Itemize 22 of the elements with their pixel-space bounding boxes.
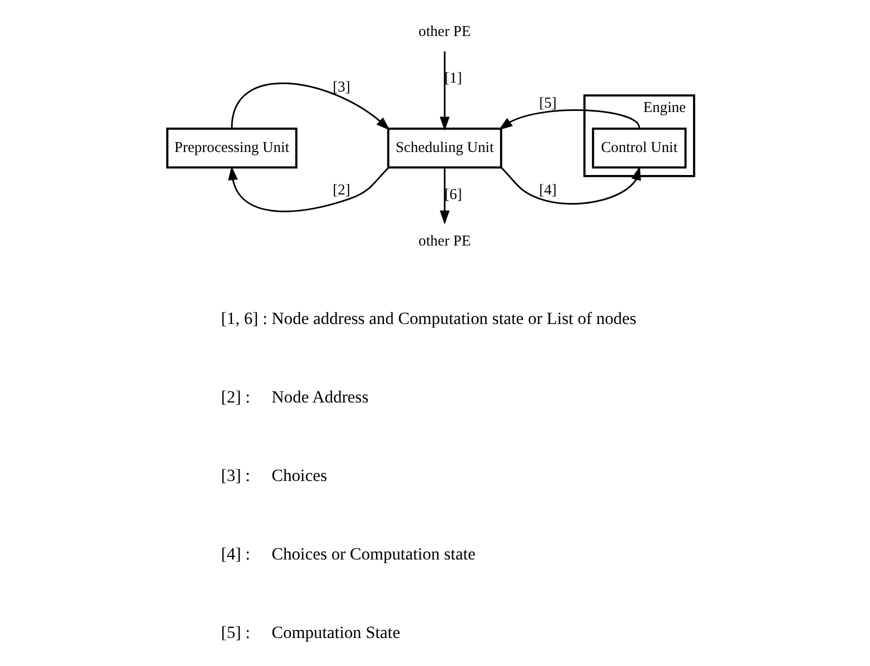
edge-label: [4] [539,182,557,199]
arrow [500,166,641,205]
edge-label: [1] [444,70,462,87]
edge-label: [6] [444,186,462,203]
node-box: Control Unit [592,128,687,168]
arrow [440,168,450,225]
node-text: other PE [418,234,471,250]
node-box: Scheduling Unit [387,128,502,168]
arrow [228,166,390,212]
label: [1, 6] : Node address and Computation state or List of nodes [221,309,636,328]
edge-label: [2] [332,182,350,199]
label: [5] : Computation State [221,623,400,642]
node-box: Preprocessing Unit [166,128,298,168]
label: [3] : Choices [221,466,328,486]
arrow [231,82,390,130]
node-text: other PE [418,24,471,40]
arrow [440,51,450,131]
label: [2] : Node Address [221,388,369,407]
arrow [498,109,640,130]
edge-label: [5] [539,95,557,112]
label: [4] : Choices or Computation state [221,544,476,564]
edge-label: [3] [332,79,350,96]
